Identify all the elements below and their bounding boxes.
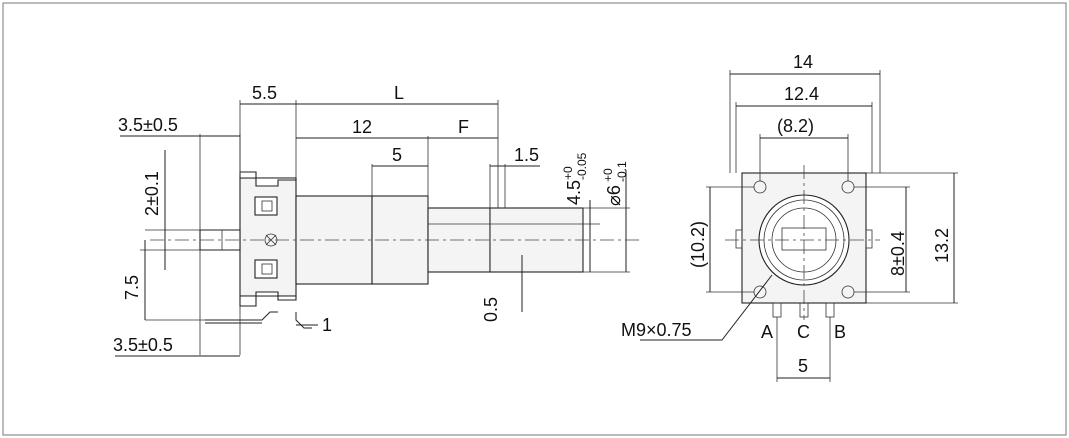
- label-pin-b: B: [834, 322, 846, 342]
- label-F: F: [458, 117, 469, 137]
- label-4-5-base: 4.5: [564, 180, 584, 205]
- terminal-block-bottom: [239, 291, 297, 307]
- label-3-5-bottom: 3.5±0.5: [113, 335, 173, 355]
- front-10-2-ext-lines: [706, 186, 754, 293]
- lead-bottom: [205, 311, 278, 321]
- label-8-2: (8.2): [777, 116, 814, 136]
- label-1: 1: [322, 315, 332, 335]
- label-6-base: ⌀6: [604, 185, 624, 206]
- terminal-block-top: [239, 171, 297, 187]
- label-0-5: 0.5: [481, 297, 501, 322]
- label-5-5: 5.5: [252, 83, 277, 103]
- side-tab-right: [865, 229, 873, 249]
- terminal-hole-upper: [261, 200, 273, 212]
- label-L: L: [394, 83, 404, 103]
- label-2-0-1: 2±0.1: [142, 171, 162, 216]
- side-view: 5.5 L 12 F 5 1.5 3.5±0.5 3.5±0.5 1 2±0.1…: [113, 83, 640, 357]
- vertical-ext-lines: [140, 229, 205, 321]
- label-pin-c: C: [797, 322, 810, 342]
- front-right-ext-lines: [854, 172, 958, 304]
- front-8-2-ext-lines: [759, 134, 849, 181]
- front-view: 14 12.4 (8.2) (10.2) 8±0.4 13.2 M9×0.75 …: [621, 52, 958, 382]
- front-top-ext-lines: [729, 70, 881, 173]
- shaft-extension-lines: [583, 207, 630, 273]
- side-tab-left: [735, 229, 743, 249]
- terminal-tab-upper: [254, 196, 278, 216]
- label-pin-5: 5: [798, 356, 808, 376]
- label-thread: M9×0.75: [621, 320, 692, 340]
- label-pin-a: A: [761, 322, 773, 342]
- label-6-group: ⌀6 +0 -0.1: [601, 161, 629, 206]
- label-13-2: 13.2: [932, 228, 952, 263]
- terminal-tab-lower: [254, 259, 278, 279]
- label-5: 5: [392, 145, 402, 165]
- label-4-5-sub: -0.05: [575, 152, 589, 180]
- label-3-5-top: 3.5±0.5: [118, 115, 178, 135]
- label-4-5-sup: +0: [561, 166, 575, 180]
- terminal-hole-lower: [261, 263, 273, 275]
- label-1-5: 1.5: [514, 145, 539, 165]
- label-14: 14: [793, 52, 813, 72]
- label-6-sup: +0: [601, 168, 615, 182]
- label-8-0-4: 8±0.4: [888, 231, 908, 276]
- front-pin-ext-lines: [776, 317, 831, 382]
- label-12: 12: [352, 117, 372, 137]
- lead-right: [295, 312, 312, 329]
- pin-b: [825, 302, 835, 318]
- pin-a: [772, 302, 782, 318]
- thread-leader: [640, 274, 773, 341]
- label-12-4: 12.4: [784, 84, 819, 104]
- label-6-sub: -0.1: [615, 161, 629, 182]
- label-4-5-group: 4.5 +0 -0.05: [561, 152, 589, 205]
- label-7-5: 7.5: [122, 275, 142, 300]
- side-extension-lines-2: [199, 134, 241, 355]
- label-10-2: (10.2): [688, 221, 708, 268]
